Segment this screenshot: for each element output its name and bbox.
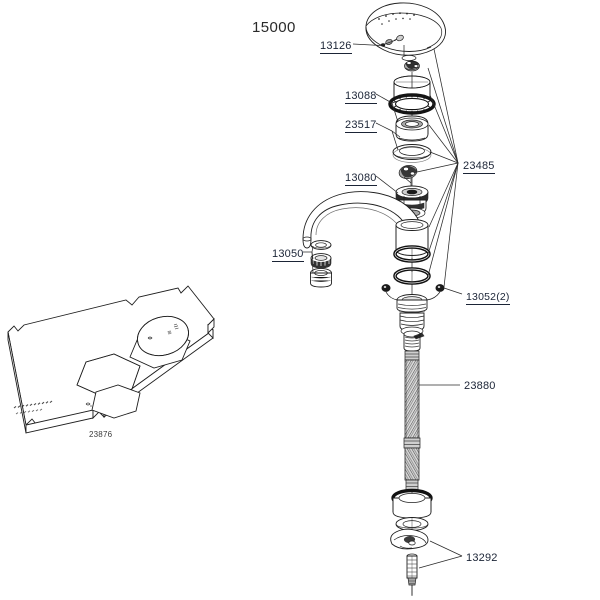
flat-washer [395, 517, 429, 531]
callout-13292: 13292 [466, 552, 498, 564]
callout-23485: 23485 [463, 160, 495, 174]
callout-13080: 13080 [345, 172, 377, 186]
leader-13052 [443, 287, 463, 295]
leader-13080 [375, 175, 399, 194]
callout-23876: 23876 [89, 430, 113, 439]
callout-13126: 13126 [320, 40, 352, 54]
leader-23485 [416, 48, 459, 288]
deck-plate: ▥ [7, 285, 215, 434]
o-ring-upper [393, 245, 431, 263]
handle-adapter-screw [393, 34, 404, 42]
mounting-bracket [390, 528, 429, 550]
callout-13050: 13050 [272, 248, 304, 262]
aerator-housing [310, 267, 332, 288]
callout-13052: 13052(2) [466, 291, 510, 305]
braided-hose [403, 350, 421, 491]
leader-13292 [418, 540, 463, 569]
cap-ring [392, 144, 432, 163]
shank-body [396, 294, 428, 336]
mounting-screw-left [381, 284, 399, 301]
cartridge-seat-seal [398, 165, 418, 184]
aerator-washer [310, 240, 332, 250]
lever-handle [365, 2, 446, 61]
leader-23517 [375, 122, 401, 151]
page-title: 15000 [252, 19, 296, 36]
leader-13126 [352, 39, 397, 46]
leader-13088 [375, 93, 399, 123]
washer-cup [391, 488, 433, 519]
dome-cap [395, 115, 429, 142]
aerator-insert [310, 253, 332, 269]
mounting-screw-right [426, 284, 445, 301]
callout-23880: 23880 [464, 380, 496, 392]
callout-13088: 13088 [345, 90, 377, 104]
svg-text:▥: ▥ [167, 329, 172, 335]
leader-13050 [303, 245, 314, 274]
stem-ball-connector [404, 60, 420, 72]
callout-23517: 23517 [345, 119, 377, 133]
o-ring-lower [393, 267, 431, 285]
retaining-ring [388, 93, 436, 115]
threaded-stud [406, 553, 418, 596]
coupling-nut [403, 330, 425, 352]
